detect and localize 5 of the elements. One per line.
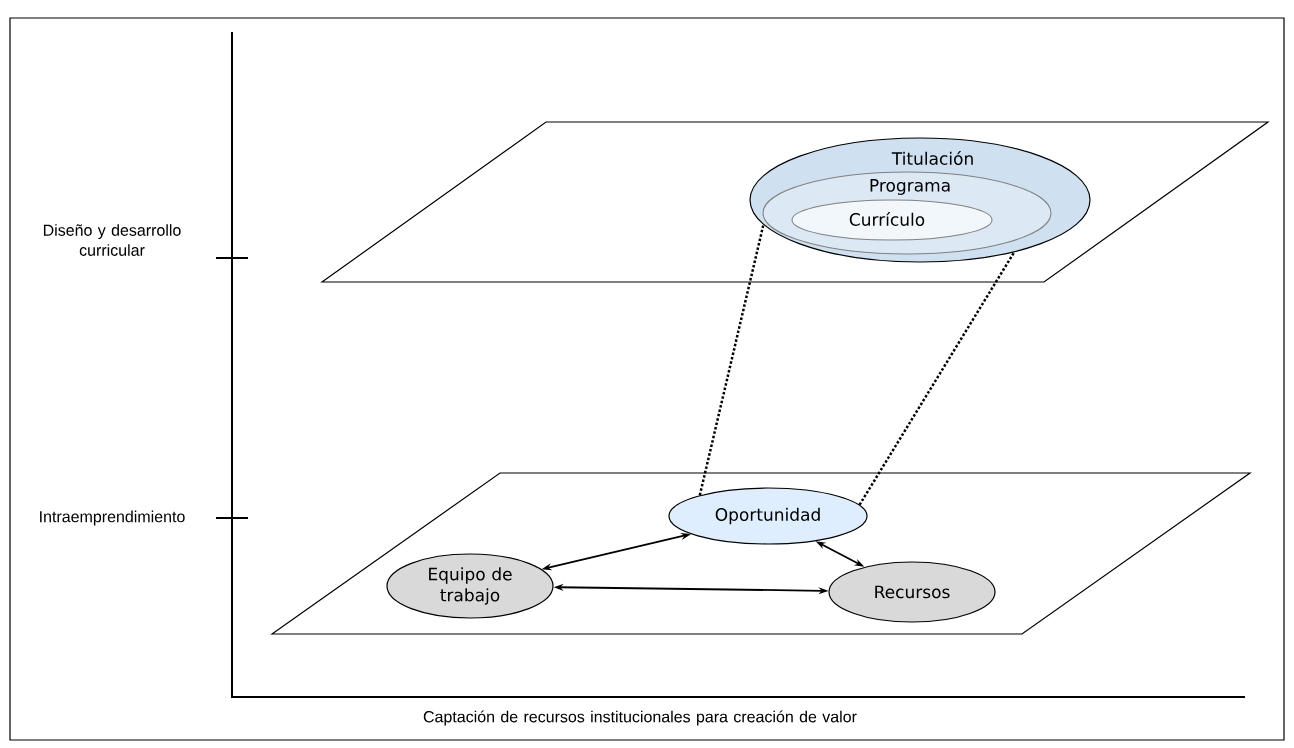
axis-label: Diseño y desarrollo curricular (43, 224, 181, 256)
dotted-line (698, 224, 765, 496)
dotted-line (858, 251, 1016, 506)
axis-label: Captación de recursos institucionales para creación de valor (423, 710, 857, 726)
axis-label: Intraemprendimiento (40, 510, 185, 526)
